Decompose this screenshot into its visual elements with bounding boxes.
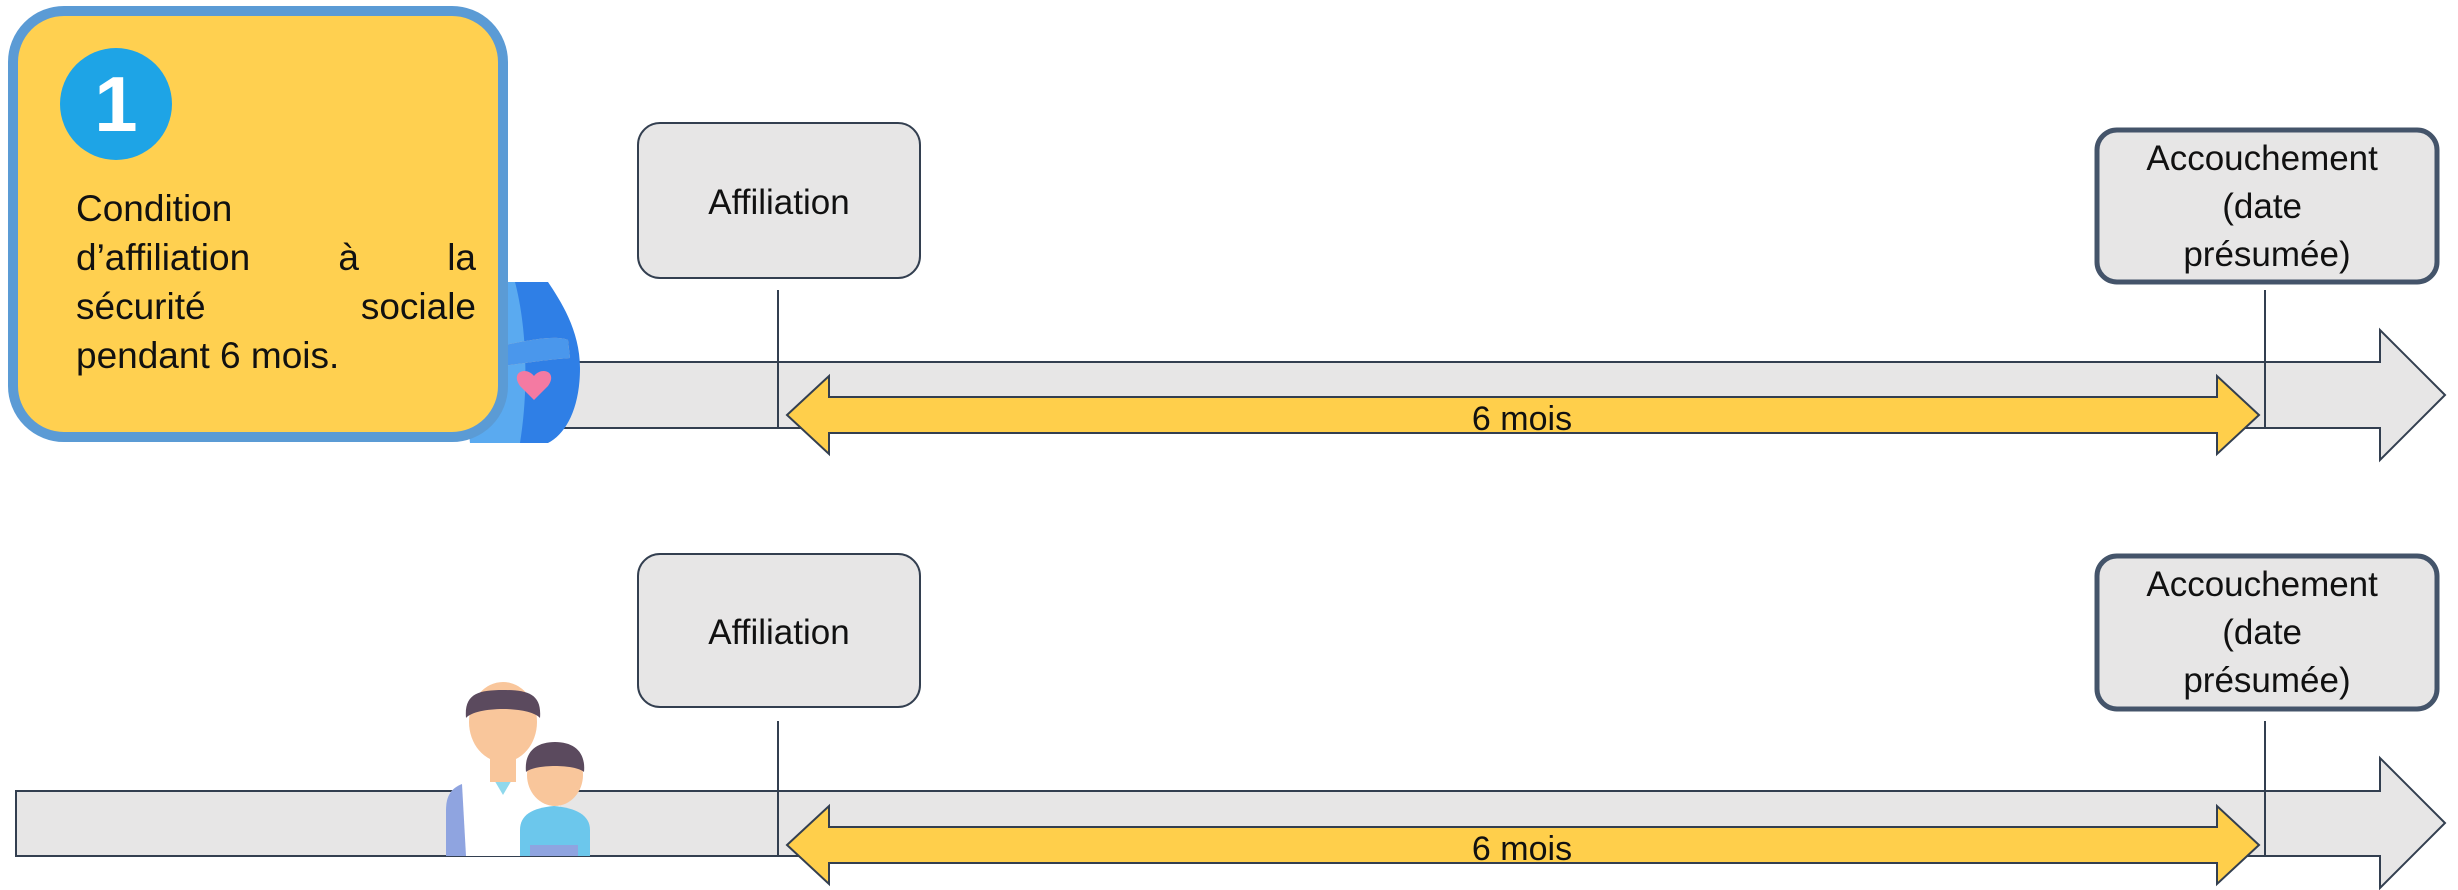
delivery-label-line-3: présumée)	[2183, 235, 2350, 274]
delivery-label-line-2: (date	[2222, 187, 2302, 226]
condition-card: 1 Condition d’affiliation à la sécurité …	[8, 6, 508, 442]
condition-text: Condition d’affiliation à la sécurité so…	[76, 184, 476, 380]
affiliation-label: Affiliation	[708, 613, 849, 652]
delivery-label-line-1: Accouchement	[2146, 565, 2378, 604]
svg-text:Accouchement (date: Accouchement (date présumée)	[2146, 139, 2387, 274]
delivery-label-line-2: (date	[2222, 613, 2302, 652]
affiliation-box: Affiliation	[637, 553, 921, 708]
duration-double-arrow	[785, 373, 2261, 457]
delivery-label-line-1: Accouchement	[2146, 139, 2378, 178]
father-child-illustration	[446, 682, 590, 856]
affiliation-label: Affiliation	[708, 183, 849, 222]
condition-line-4: pendant 6 mois.	[76, 335, 340, 376]
step-number-badge: 1	[60, 48, 172, 160]
condition-line-3: sécurité sociale	[76, 286, 476, 327]
timeline-1: 6 mois Affiliation Accouchement (date pr…	[469, 122, 2447, 463]
affiliation-box: Affiliation	[637, 122, 921, 279]
delivery-box: Accouchement (date présumée)	[2094, 127, 2440, 285]
duration-label: 6 mois	[1472, 400, 1572, 438]
timeline-track-arrow	[15, 755, 2447, 890]
condition-line-1: Condition	[76, 188, 233, 229]
condition-line-2: d’affiliation à la	[76, 237, 476, 278]
timeline-track-arrow	[547, 327, 2447, 463]
duration-double-arrow	[785, 803, 2261, 887]
svg-text:Accouchement (date: Accouchement (date présumée)	[2146, 565, 2387, 700]
delivery-box: Accouchement (date présumée)	[2094, 553, 2440, 712]
delivery-label-line-3: présumée)	[2183, 661, 2350, 700]
duration-label: 6 mois	[1472, 830, 1572, 868]
timeline-2: 6 mois Affiliation Accouchement (date pr…	[15, 553, 2447, 890]
